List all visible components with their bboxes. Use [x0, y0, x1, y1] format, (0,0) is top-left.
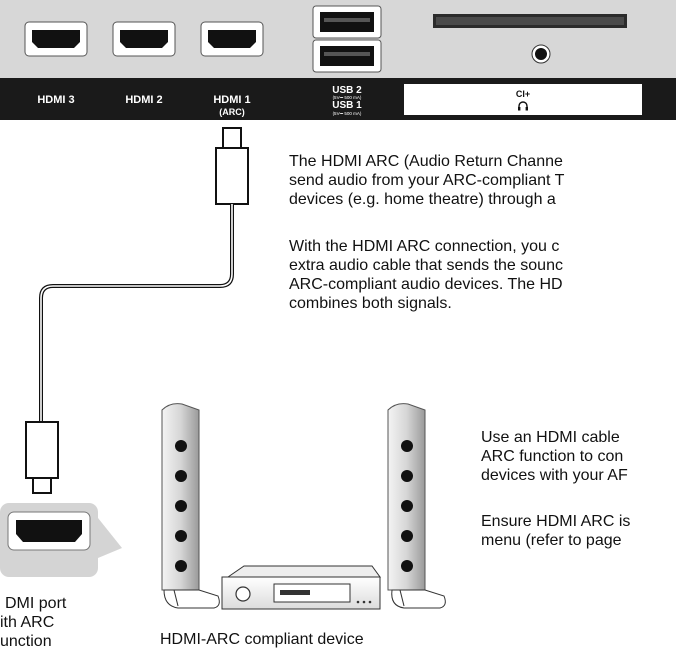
- hdmi-plug-bottom: [25, 421, 59, 494]
- ci-label: CI+: [515, 89, 531, 99]
- hdmi3-port: [24, 21, 88, 57]
- headphone-icon: [518, 101, 528, 111]
- headphone-jack: [531, 44, 551, 64]
- right-speaker: [387, 403, 446, 609]
- hdmi2-port: [112, 21, 176, 57]
- para-arc-intro-line2: send audio from your ARC-compliant T: [289, 172, 565, 189]
- caption-port-line2: ith ARC: [0, 614, 55, 631]
- device-hdmi-arc-port: [0, 503, 122, 577]
- hdmi2-label: HDMI 2: [125, 94, 163, 106]
- para-arc-intro-line3: devices (e.g. home theatre) through a: [289, 191, 556, 208]
- usb1-label: USB 1: [332, 100, 362, 111]
- caption-port-line1: DMI port: [5, 595, 67, 612]
- para-arc-connection-line1: With the HDMI ARC connection, you c: [289, 238, 560, 255]
- para-ensure-arc-line2: menu (refer to page: [481, 532, 622, 549]
- usb1-port: [312, 39, 382, 73]
- para-arc-connection-line3: ARC-compliant audio devices. The HD: [289, 276, 563, 293]
- para-ensure-arc-line1: Ensure HDMI ARC is: [481, 513, 631, 530]
- usb2-label: USB 2: [332, 85, 362, 96]
- hdmi1-label: HDMI 1: [213, 94, 251, 106]
- para-use-cable-line3: devices with your AF: [481, 467, 628, 484]
- hdmi-plug-top: [215, 127, 249, 205]
- ci-slot: [433, 14, 627, 28]
- para-arc-connection-line4: combines both signals.: [289, 295, 452, 312]
- av-receiver: [221, 565, 381, 610]
- para-use-cable-line1: Use an HDMI cable: [481, 429, 620, 446]
- para-arc-connection-line2: extra audio cable that sends the sounc: [289, 257, 563, 274]
- hdmi-cable: [39, 204, 234, 422]
- ci-label-box: CI+: [404, 84, 642, 115]
- left-speaker: [161, 403, 220, 609]
- para-use-cable-line2: ARC function to con: [481, 448, 624, 465]
- usb1-spec: (5V⎓ 500 mA): [332, 111, 362, 116]
- usb2-spec: (5V⎓ 500 mA): [332, 95, 362, 100]
- caption-device: HDMI-ARC compliant device: [160, 631, 364, 648]
- hdmi3-label: HDMI 3: [37, 94, 75, 106]
- caption-port-line3: unction: [0, 633, 52, 650]
- hdmi1-arc-label: (ARC): [219, 107, 245, 117]
- para-arc-intro-line1: The HDMI ARC (Audio Return Channe: [289, 153, 563, 170]
- hdmi1-arc-port: [200, 21, 264, 57]
- usb2-port: [312, 5, 382, 39]
